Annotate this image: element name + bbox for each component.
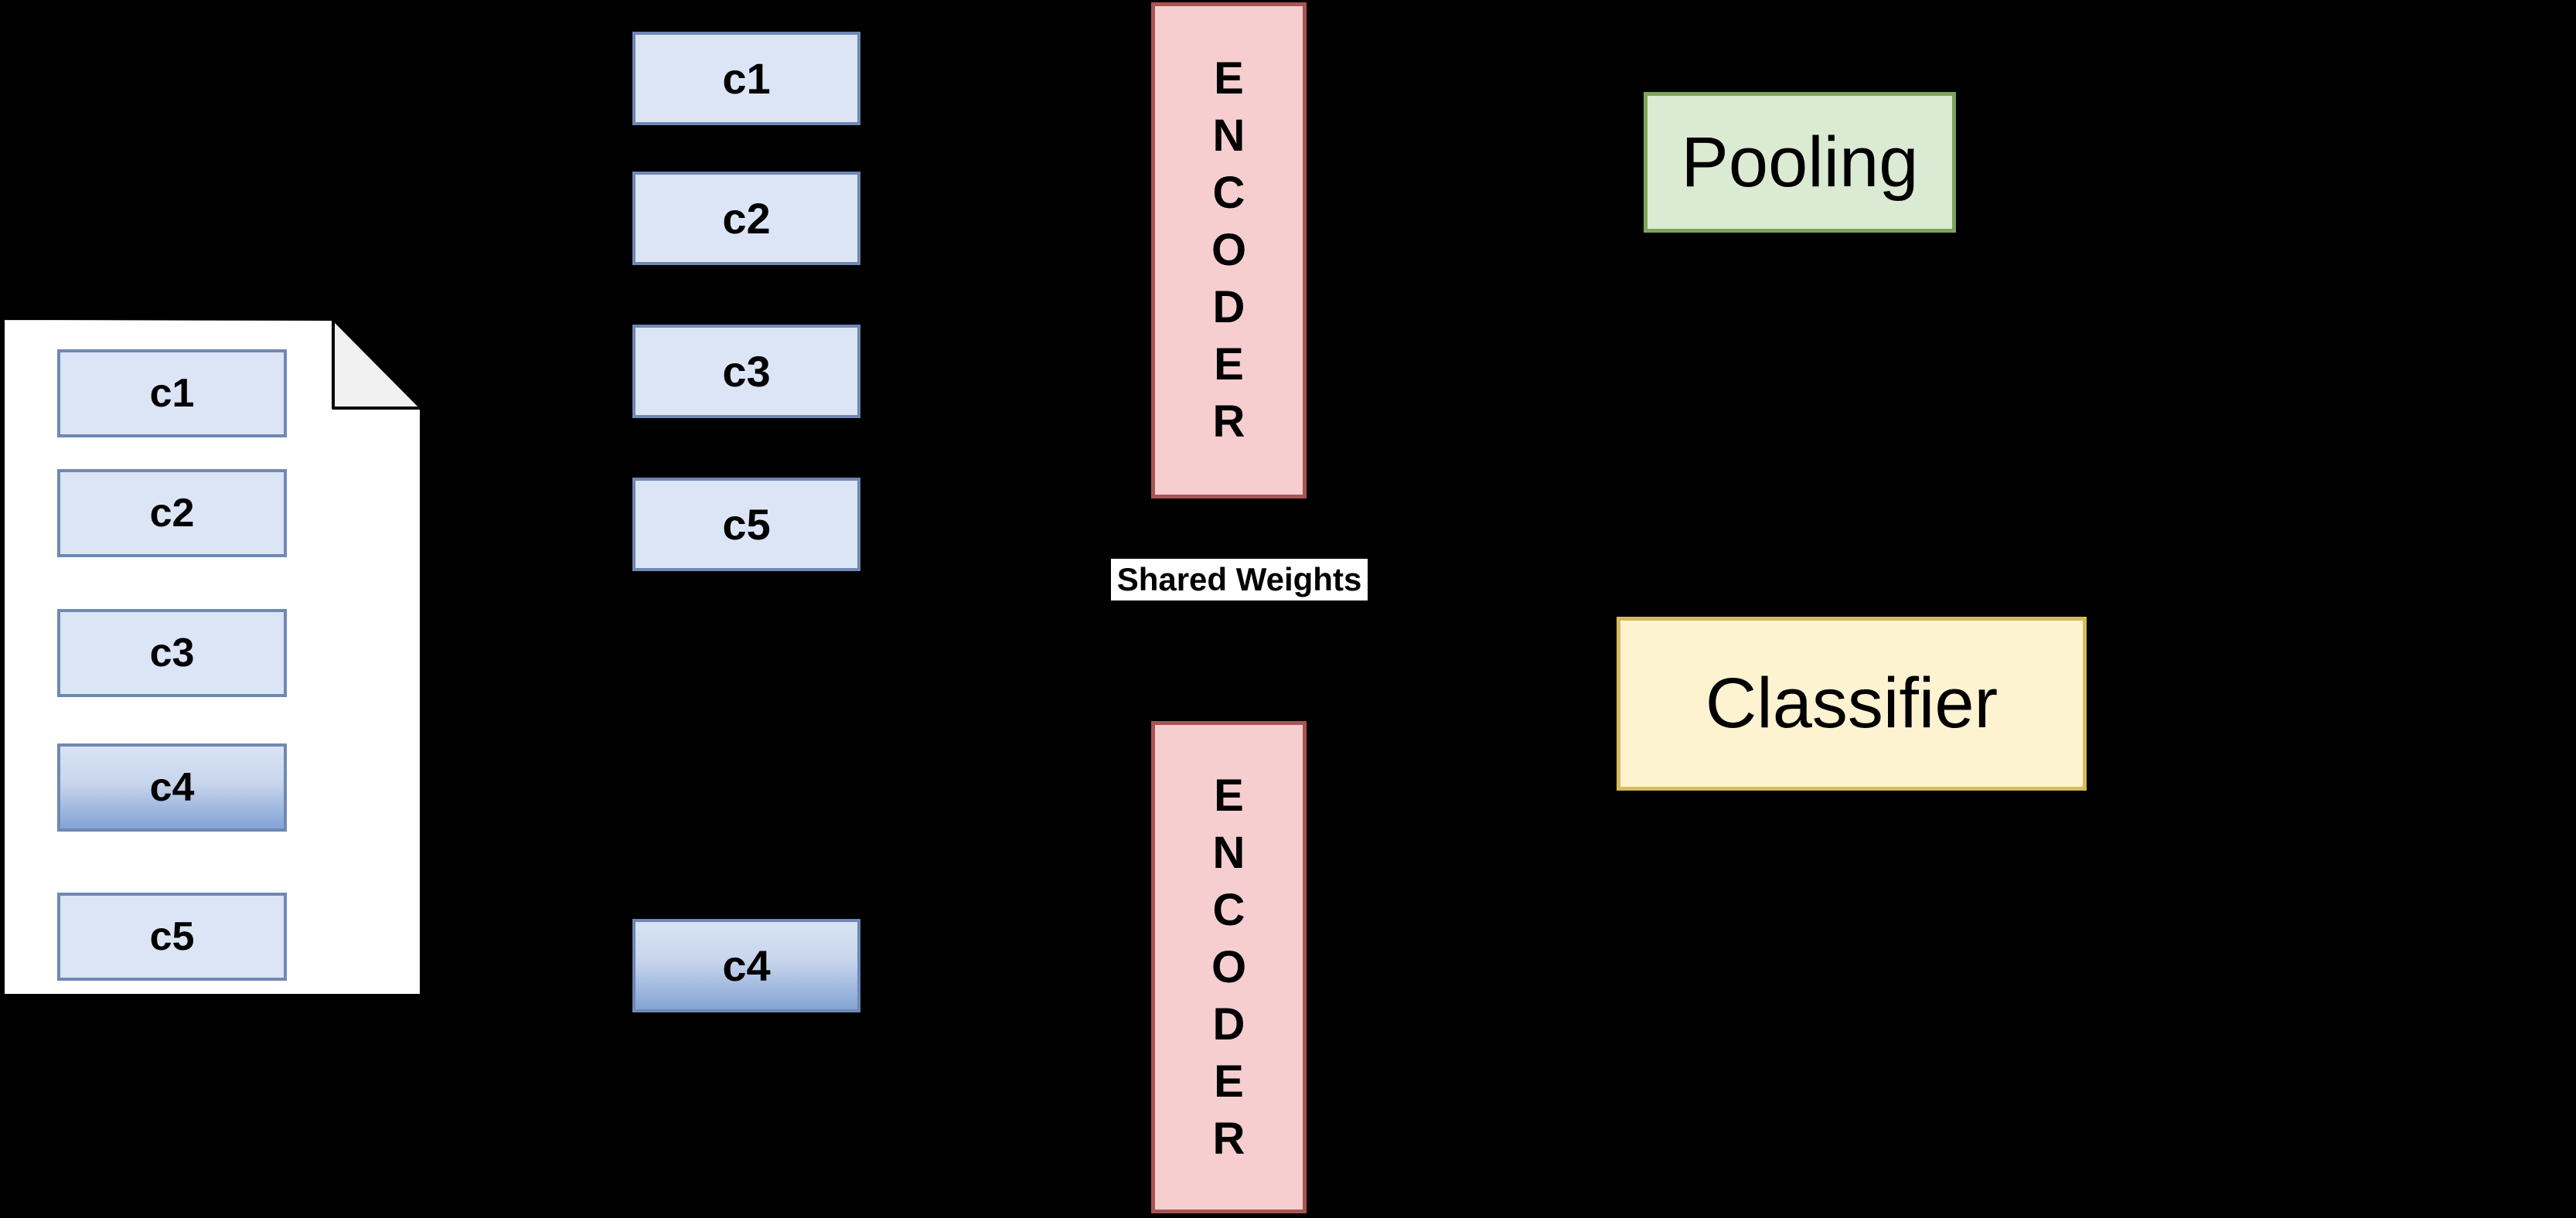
pooling-box: Pooling xyxy=(1644,92,1956,233)
document-chunk-c3-label: c3 xyxy=(149,631,195,675)
context-token-c5: c5 xyxy=(632,478,860,571)
document-chunk-c2: c2 xyxy=(57,469,287,557)
context-token-c1: c1 xyxy=(632,32,860,125)
document-chunk-c4-highlighted: c4 xyxy=(57,743,287,832)
query-token-c4-label: c4 xyxy=(722,941,771,990)
context-token-c5-label: c5 xyxy=(722,500,771,549)
context-token-c3-label: c3 xyxy=(722,347,771,396)
shared-weights-label: Shared Weights xyxy=(1111,559,1368,600)
document-chunk-c1: c1 xyxy=(57,349,287,437)
classifier-label: Classifier xyxy=(1705,664,1998,743)
classifier-box: Classifier xyxy=(1617,617,2087,791)
document-chunk-c2-label: c2 xyxy=(149,491,195,536)
encoder-top-box: E N C O D E R xyxy=(1151,2,1307,498)
encoder-bottom-label: E N C O D E R xyxy=(1211,770,1247,1164)
context-token-c3: c3 xyxy=(632,325,860,418)
encoder-top-label: E N C O D E R xyxy=(1211,53,1247,447)
context-token-c2-label: c2 xyxy=(722,194,771,243)
encoder-bottom-box: E N C O D E R xyxy=(1151,721,1307,1213)
document-chunk-c5-label: c5 xyxy=(149,914,195,959)
document-chunk-c1-label: c1 xyxy=(149,371,195,416)
document-chunk-c4-label: c4 xyxy=(149,765,195,810)
document-chunk-c5: c5 xyxy=(57,893,287,981)
context-token-c1-label: c1 xyxy=(722,54,771,103)
document-folded-corner xyxy=(332,318,423,410)
context-token-c2: c2 xyxy=(632,172,860,265)
query-token-c4: c4 xyxy=(632,919,860,1012)
document-chunk-c3: c3 xyxy=(57,609,287,697)
pooling-label: Pooling xyxy=(1681,122,1919,202)
shared-weights-text: Shared Weights xyxy=(1116,561,1362,597)
